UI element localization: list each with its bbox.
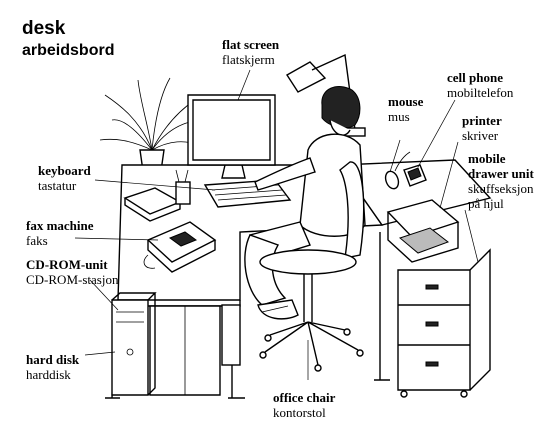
label-hard-disk-english: hard disk [26,352,80,367]
label-cd-rom-unit-norwegian: CD-ROM-stasjon [26,272,119,287]
label-mobile-drawer-unit-norwegian: skuffseksjon på hjul [468,181,534,211]
label-fax-machine-english: fax machine [26,218,94,233]
label-hard-disk-norwegian: harddisk [26,367,71,382]
leader-lines [74,69,479,380]
label-mobile-drawer-unit: mobile drawer unit skuffseksjon på hjul [468,151,548,211]
drawer-unit [397,248,491,398]
label-cd-rom-unit-english: CD-ROM-unit [26,257,108,272]
label-office-chair-norwegian: kontorstol [273,405,326,420]
label-printer-english: printer [462,113,502,128]
label-mouse: mouse mus [388,94,423,124]
fax-machine-device [143,221,217,273]
label-flat-screen-english: flat screen [222,37,280,52]
label-flat-screen-norwegian: flatskjerm [222,52,275,67]
label-hard-disk: hard disk harddisk [26,352,79,382]
printer-device [386,199,460,263]
label-keyboard-english: keyboard [38,163,91,178]
office-chair-seat [259,161,365,372]
label-cell-phone-norwegian: mobiltelefon [447,85,514,100]
label-keyboard: keyboard tastatur [38,163,91,193]
title-english: desk [22,18,66,39]
label-office-chair: office chair kontorstol [273,390,335,420]
label-printer-norwegian: skriver [462,128,499,143]
cell-phone-device [403,164,427,187]
label-printer: printer skriver [462,113,502,143]
label-office-chair-english: office chair [273,390,336,405]
label-flat-screen: flat screen flatskjerm [222,37,279,67]
label-cell-phone-english: cell phone [447,70,503,85]
computer-tower [111,292,157,396]
label-cd-rom-unit: CD-ROM-unit CD-ROM-stasjon [26,257,118,287]
label-fax-machine-norwegian: faks [26,233,48,248]
flat-screen-monitor [187,94,276,179]
computer-mouse [384,151,411,190]
label-fax-machine: fax machine faks [26,218,94,248]
label-mobile-drawer-unit-english: mobile drawer unit [468,151,534,181]
label-mouse-norwegian: mus [388,109,410,124]
label-cell-phone: cell phone mobiltelefon [447,70,513,100]
label-mouse-english: mouse [388,94,424,109]
potted-plant [99,77,201,179]
title-norwegian: arbeidsbord [22,42,115,59]
label-keyboard-norwegian: tastatur [38,178,77,193]
